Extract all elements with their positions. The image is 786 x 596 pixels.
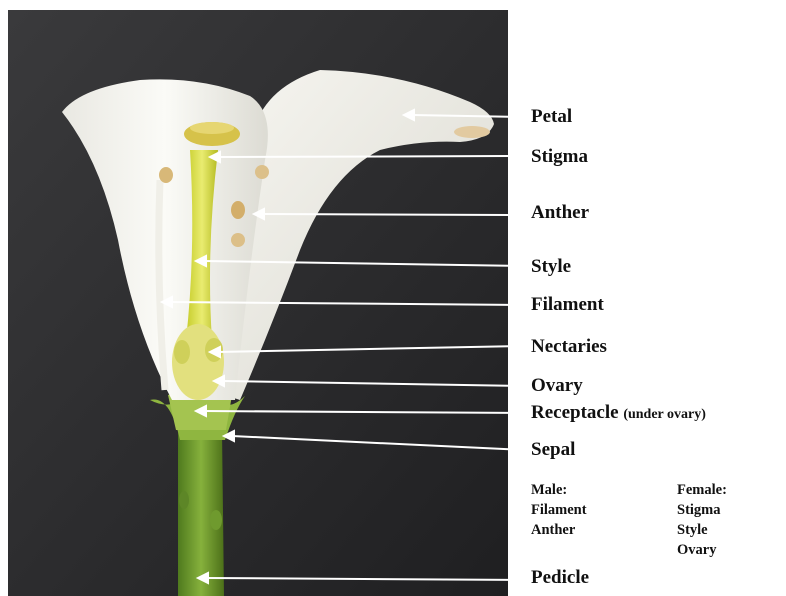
nectary-shape	[174, 340, 190, 364]
anther-shape	[159, 167, 173, 183]
label-nectaries: Nectaries	[531, 337, 607, 356]
legend-male-item: Anther	[531, 520, 587, 540]
anther-shape	[231, 201, 245, 219]
anther-shape	[231, 233, 245, 247]
legend-female-heading: Female:	[677, 480, 727, 500]
label-receptacle: Receptacle (under ovary)	[531, 403, 706, 422]
legend-female-item: Stigma	[677, 500, 727, 520]
label-sepal: Sepal	[531, 440, 575, 459]
legend-female-item: Ovary	[677, 540, 727, 560]
pointer-anther	[262, 214, 524, 215]
label-stigma: Stigma	[531, 147, 588, 166]
label-receptacle-text: Receptacle	[531, 402, 619, 423]
legend-male-item: Filament	[531, 500, 587, 520]
label-ovary: Ovary	[531, 376, 583, 395]
petal-tip-tan	[454, 126, 490, 138]
label-style: Style	[531, 257, 571, 276]
legend-female-item: Style	[677, 520, 727, 540]
legend-male-heading: Male:	[531, 480, 587, 500]
label-pedicle: Pedicle	[531, 568, 589, 587]
stem-bump	[210, 510, 222, 530]
label-anther: Anther	[531, 203, 589, 222]
legend-female: Female: Stigma Style Ovary	[677, 480, 727, 560]
label-receptacle-note: (under ovary)	[623, 407, 706, 422]
pointer-stigma	[218, 156, 524, 157]
label-filament: Filament	[531, 295, 604, 314]
anther-shape	[255, 165, 269, 179]
stigma-shape-top	[190, 122, 234, 134]
legend-male: Male: Filament Anther	[531, 480, 587, 540]
label-petal: Petal	[531, 107, 572, 126]
stem-bump	[179, 491, 189, 509]
